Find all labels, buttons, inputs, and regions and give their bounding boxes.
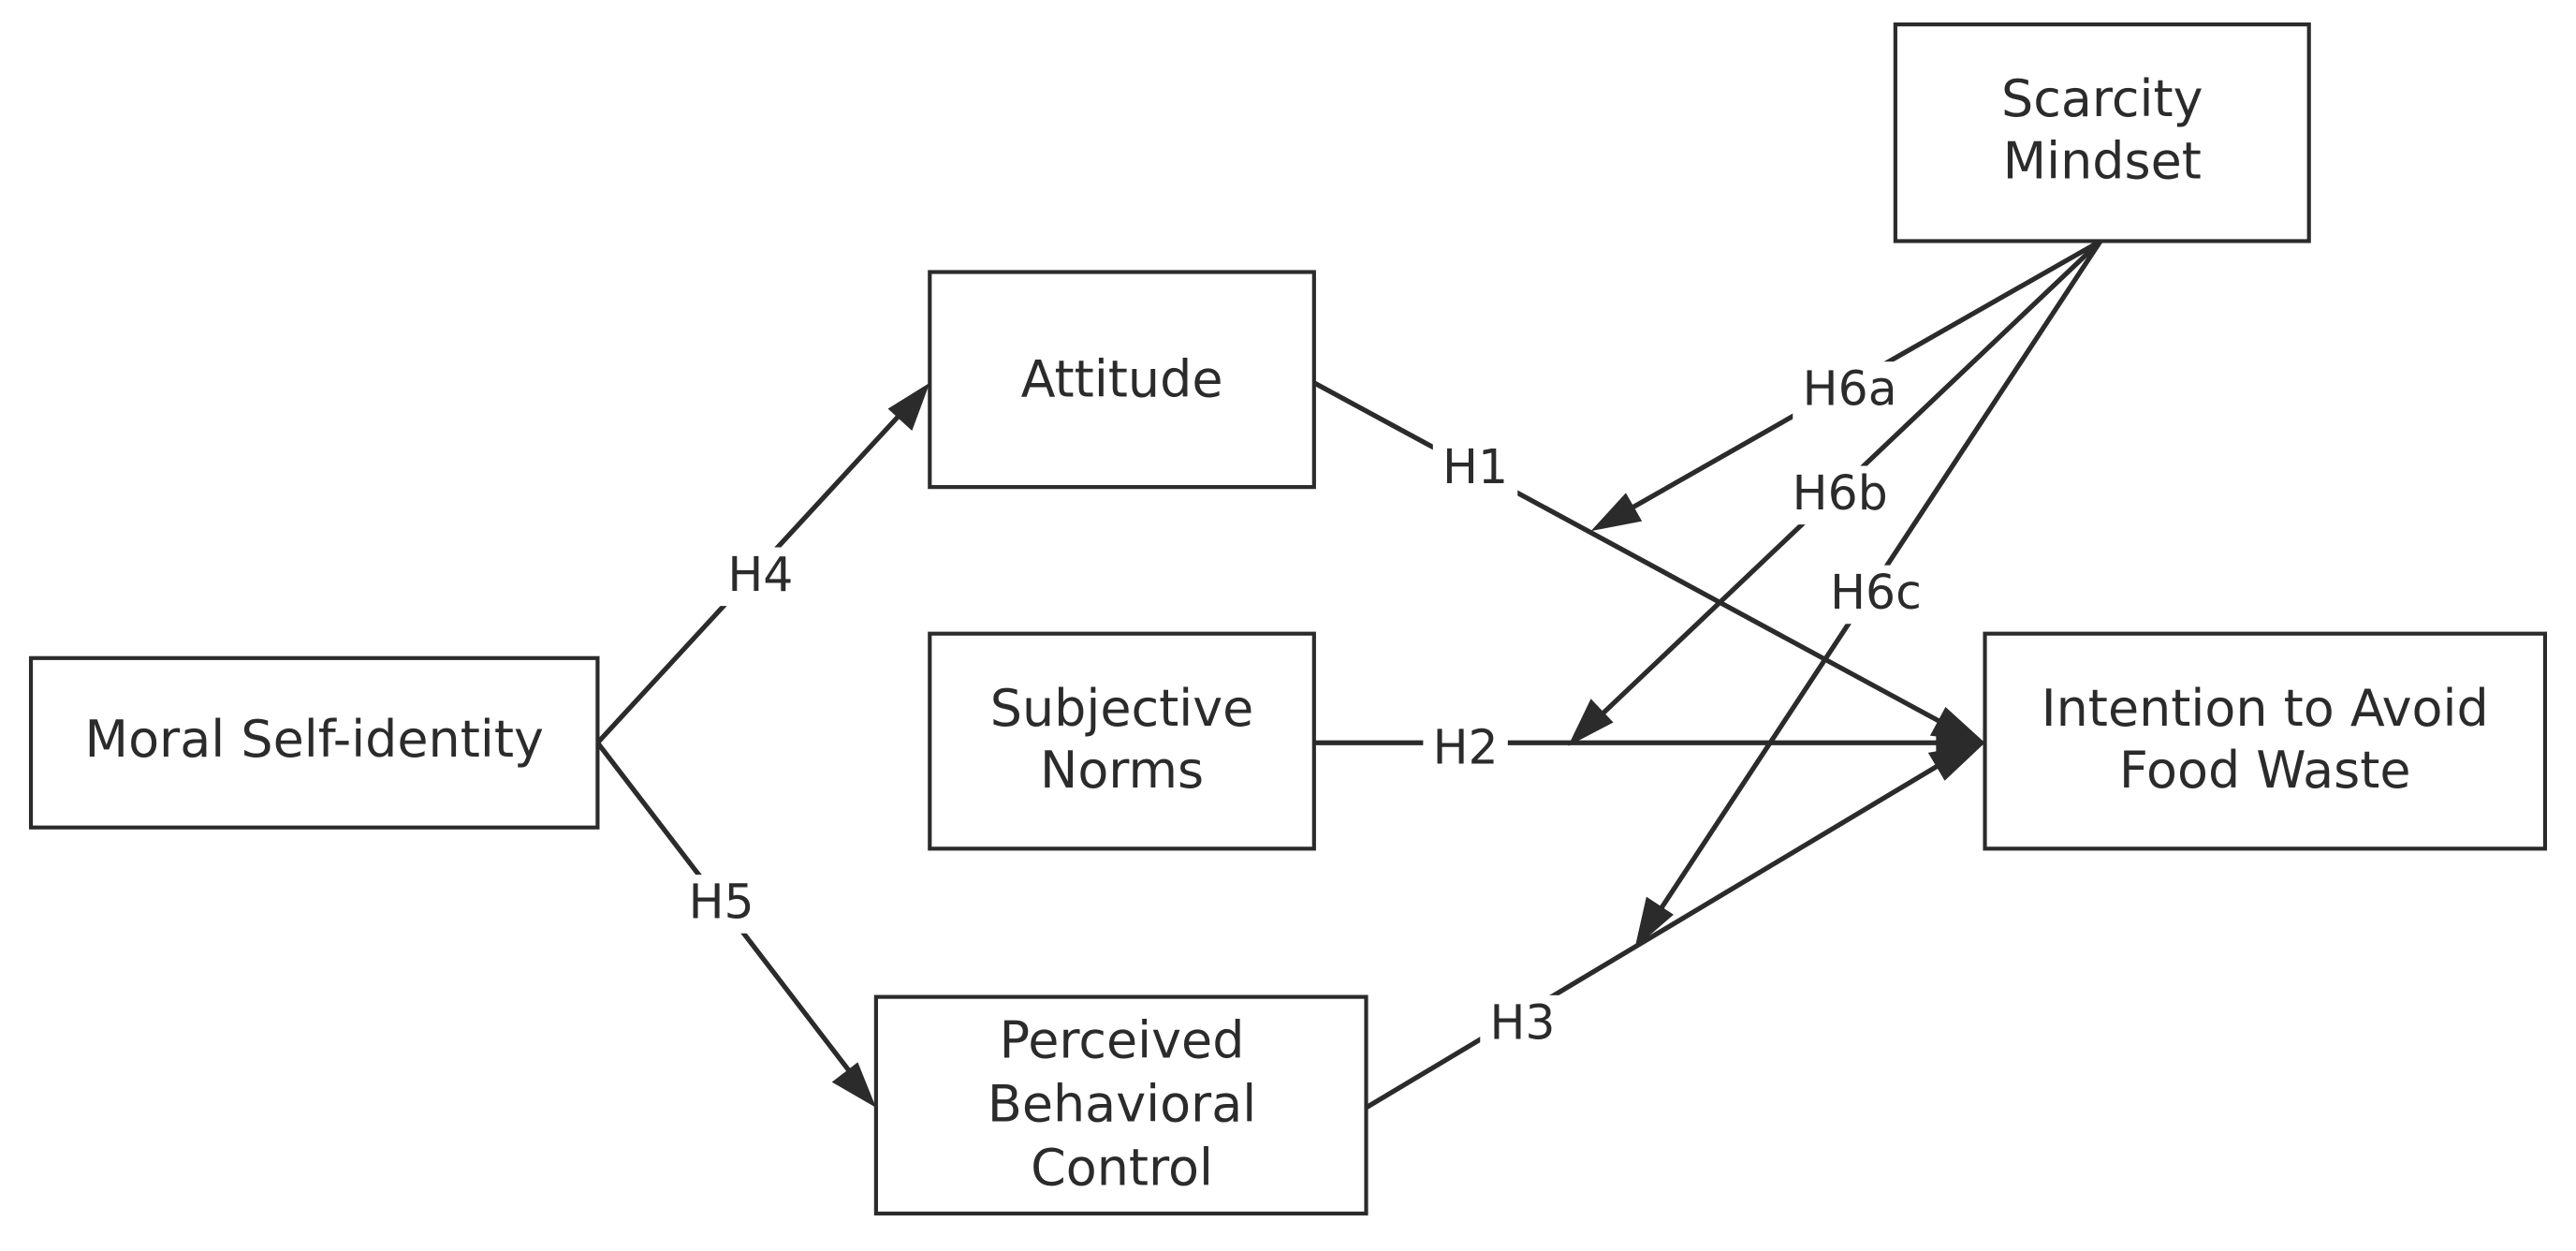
node-intention: Intention to Avoid Food Waste (1983, 631, 2548, 851)
arrowheads (831, 382, 1985, 1108)
node-moral-self-identity-label: Moral Self-identity (85, 710, 544, 769)
arrowhead-h3 (1927, 743, 1985, 781)
node-pbc-label-line1: Perceived (1000, 1011, 1245, 1070)
label-h6a: H6a (1793, 361, 1908, 420)
arrowhead-h4 (887, 382, 930, 431)
node-pbc-label-line2: Behavioral (988, 1075, 1256, 1134)
arrowhead-h6b (1568, 699, 1614, 746)
node-intention-label-line2: Food Waste (2119, 741, 2411, 800)
node-attitude: Attitude (928, 270, 1316, 490)
node-attitude-label: Attitude (1021, 349, 1223, 408)
arrowhead-h6c (1634, 896, 1674, 949)
node-scarcity-mindset-box (1893, 22, 2311, 243)
node-intention-label-line1: Intention to Avoid (2042, 679, 2489, 738)
label-h6b-text: H6b (1793, 465, 1888, 521)
label-h2-text: H2 (1433, 719, 1499, 774)
label-h5: H5 (679, 875, 764, 934)
label-h6a-text: H6a (1803, 361, 1897, 417)
node-subjective-norms-label-line2: Norms (1040, 741, 1204, 800)
label-h4: H4 (718, 547, 803, 607)
label-h3: H3 (1480, 994, 1565, 1054)
label-h1: H1 (1432, 439, 1518, 499)
edge-h3 (1365, 757, 1951, 1111)
node-scarcity-mindset: Scarcity Mindset (1893, 22, 2311, 243)
node-subjective-norms-box (928, 631, 1316, 851)
arrowhead-h5 (831, 1062, 876, 1108)
label-h2: H2 (1423, 719, 1508, 779)
label-h6c-text: H6c (1830, 565, 1922, 620)
node-scarcity-mindset-label-line1: Scarcity (2001, 69, 2203, 128)
node-perceived-behavioral-control-box (873, 994, 1368, 1216)
node-subjective-norms-label-line1: Subjective (990, 679, 1254, 738)
node-moral-self-identity: Moral Self-identity (28, 655, 600, 830)
node-perceived-behavioral-control: Perceived Behavioral Control (873, 994, 1368, 1216)
node-attitude-box (928, 270, 1316, 490)
edge-h1 (1312, 380, 1951, 729)
arrowhead-h6a (1590, 493, 1643, 532)
node-scarcity-mindset-label-line2: Mindset (2003, 131, 2202, 190)
label-h3-text: H3 (1489, 994, 1555, 1050)
node-moral-self-identity-box (28, 655, 600, 830)
node-subjective-norms: Subjective Norms (928, 631, 1316, 851)
label-h6b: H6b (1782, 465, 1897, 525)
label-h1-text: H1 (1442, 439, 1508, 494)
node-pbc-label-line3: Control (1031, 1138, 1213, 1197)
label-h5-text: H5 (689, 875, 754, 930)
edge-labels: H4 H5 H1 H2 H3 H6a H6b H6c (679, 361, 1933, 1054)
nodes: Moral Self-identity Attitude Subjective … (28, 22, 2548, 1216)
node-intention-box (1983, 631, 2548, 851)
label-h4-text: H4 (727, 547, 793, 602)
label-h6c: H6c (1819, 565, 1933, 625)
